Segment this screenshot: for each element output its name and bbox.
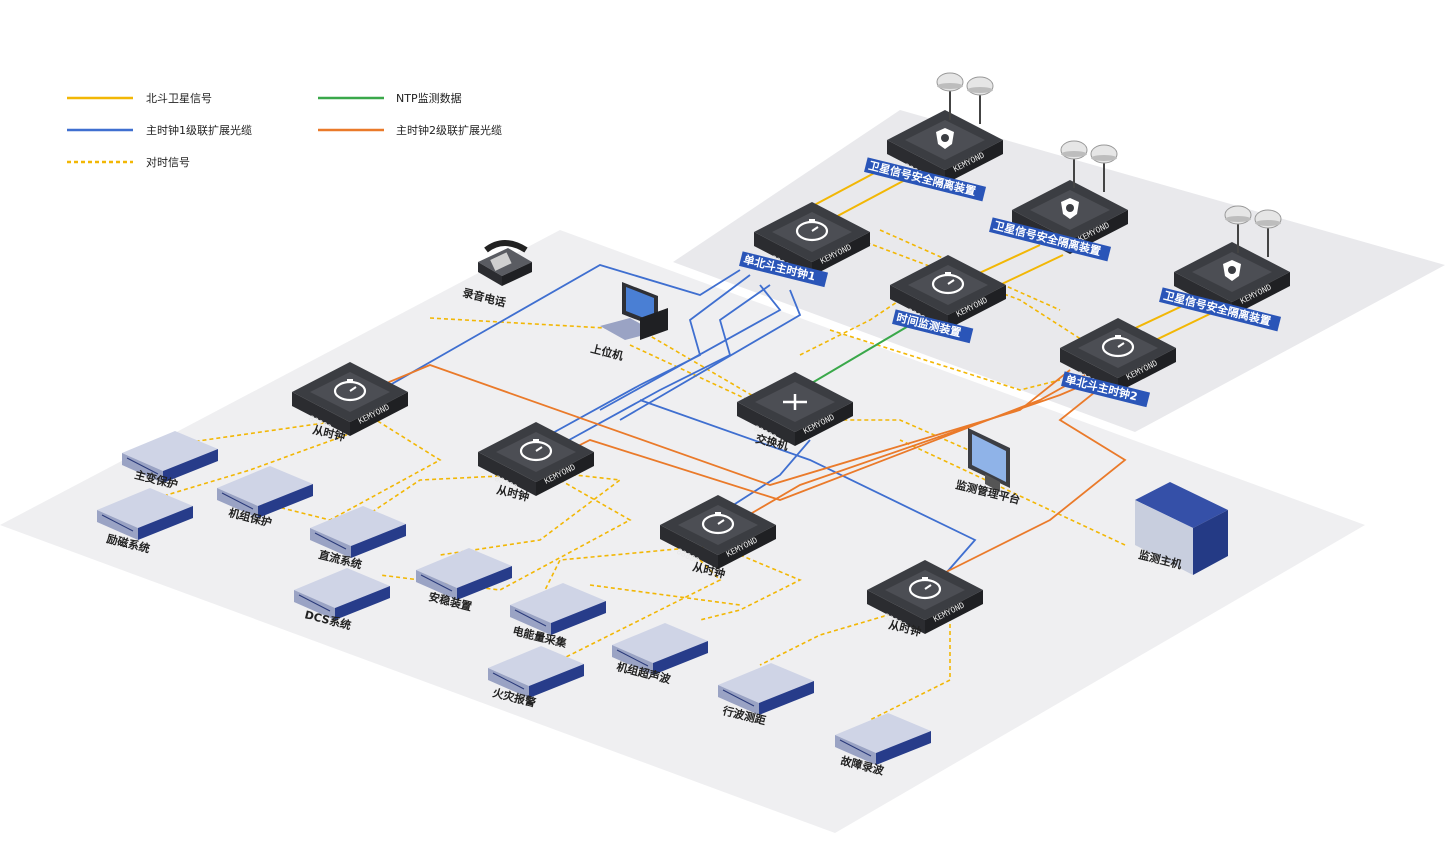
legend-master1-label: 主时钟1级联扩展光缆 [146,123,252,137]
legend-master2-label: 主时钟2级联扩展光缆 [396,123,502,137]
monitor-screen-icon [972,434,1006,482]
legend-ntp-label: NTP监测数据 [396,91,462,105]
device-generator-protect [217,466,313,518]
device-excitation [97,488,193,540]
device-fault-record [835,713,931,765]
upper-pc-device [600,282,668,340]
legend: 北斗卫星信号 NTP监测数据 主时钟1级联扩展光缆 主时钟2级联扩展光缆 对时信… [67,91,502,169]
antenna-pair-2 [1060,140,1118,192]
device-traveling-wave [718,663,814,715]
upper-floor [673,110,1445,432]
legend-beidou-label: 北斗卫星信号 [146,92,212,105]
master1-fiber-lines [389,264,977,581]
switch-arrows-icon [783,394,807,410]
antenna-pair-3 [1224,205,1282,257]
ntp-line [799,324,911,391]
devices: 88888KEMYOND88888KEMYOND88888KEMYOND8888… [97,72,1290,765]
antenna-pair-1 [936,72,994,124]
device-main-transformer [122,431,218,483]
monitor-platform-device [968,428,1010,492]
recorder-phone-device [478,240,532,286]
monitor-host-device [1135,482,1228,575]
device-ultrasonic [612,623,708,675]
device-stability [416,548,512,600]
device-dc-system [310,506,406,558]
legend-timing-label: 对时信号 [146,155,190,169]
device-dcs [294,568,390,620]
device-fire-alarm [488,646,584,698]
device-energy [510,583,606,635]
pc-screen-icon [626,287,654,322]
